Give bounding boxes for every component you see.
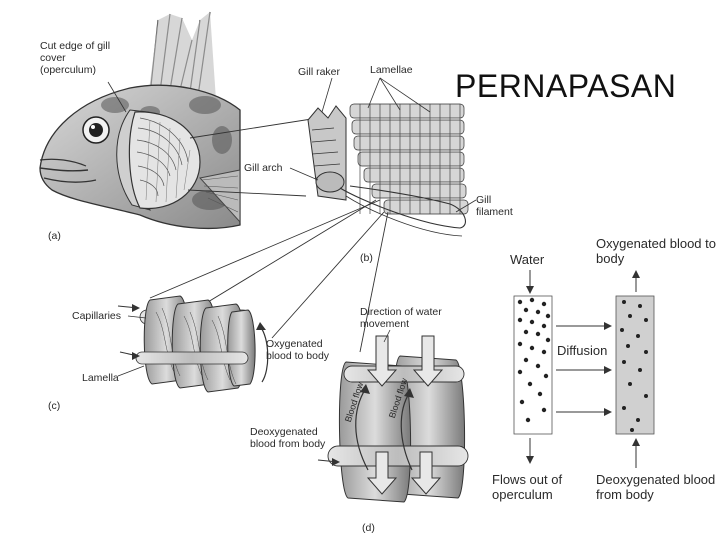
- callout-lines-a-b: [187, 117, 319, 197]
- capillaries-label: Capillaries: [72, 310, 122, 322]
- flows-out-label: Flows out of operculum: [492, 472, 563, 502]
- panel-c-label: (c): [48, 400, 61, 412]
- panel-a-label: (a): [48, 230, 61, 242]
- gill-arch-illustration: [289, 77, 477, 237]
- oxygenated-label-c: Oxygenated blood to body: [266, 338, 330, 362]
- deoxygenated-label-diffusion: Deoxygenated blood from body: [596, 472, 716, 502]
- operculum-label: Cut edge of gill cover (operculum): [40, 40, 111, 76]
- fish-head-illustration: [39, 11, 241, 230]
- diffusion-illustration: [513, 270, 655, 468]
- lamella-label: Lamella: [82, 372, 119, 384]
- lamellae-illustration: [117, 295, 269, 393]
- lamellae-label: Lamellae: [370, 64, 413, 76]
- water-direction-label: Direction of water movement: [360, 306, 442, 330]
- water-label: Water: [510, 252, 545, 267]
- panel-d-label: (d): [362, 522, 375, 534]
- panel-b-label: (b): [360, 252, 373, 264]
- deoxygenated-label-d: Deoxygenated blood from body: [250, 426, 326, 450]
- blood-flow-illustration: [317, 329, 469, 503]
- diffusion-label: Diffusion: [556, 343, 609, 358]
- gill-raker-label: Gill raker: [298, 66, 341, 78]
- page-title: PERNAPASAN: [455, 68, 677, 104]
- oxygenated-label-diffusion: Oxygenated blood to body: [596, 236, 716, 266]
- gill-arch-label: Gill arch: [244, 162, 283, 174]
- gill-filament-label: Gill filament: [476, 194, 513, 218]
